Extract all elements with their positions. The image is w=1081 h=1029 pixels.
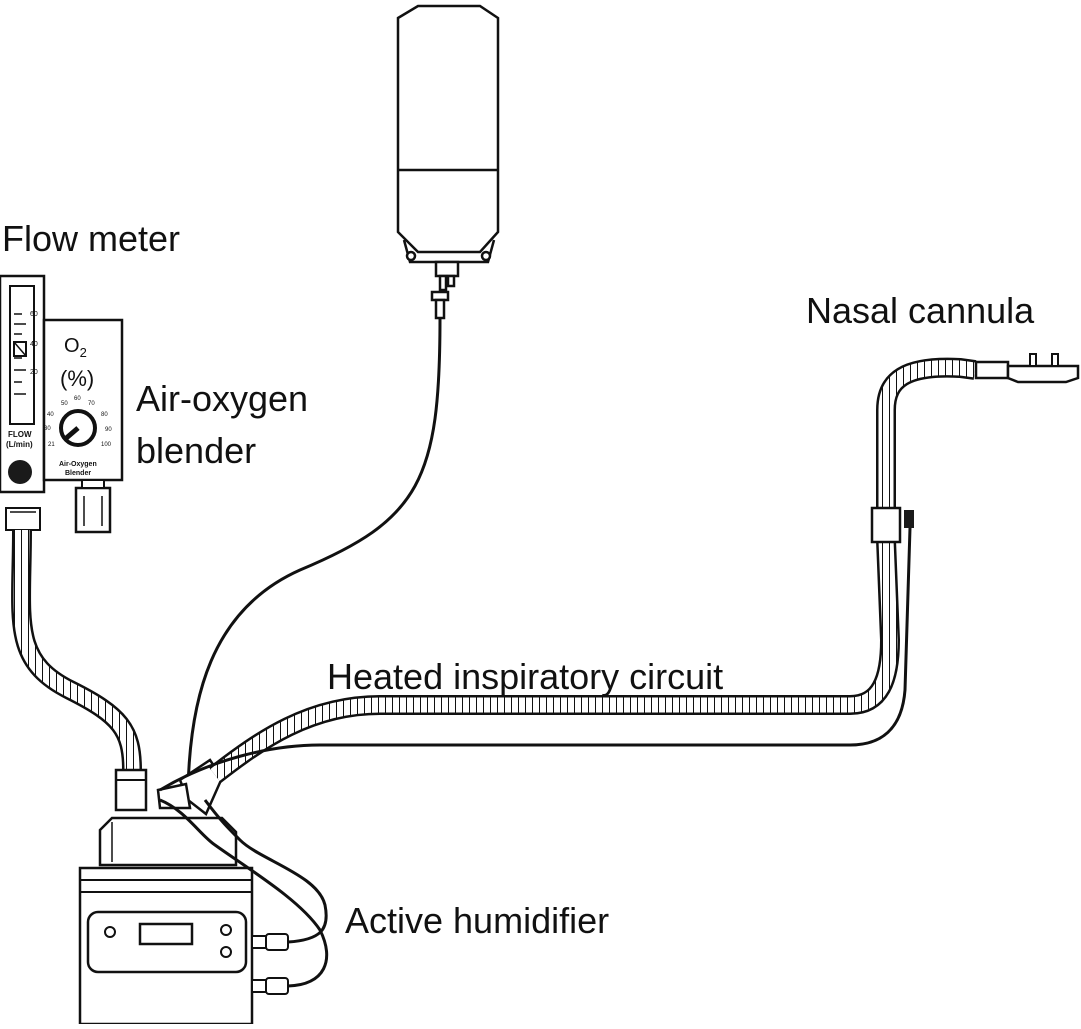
humidifier-button-icon[interactable] bbox=[220, 924, 232, 936]
label-active-humidifier: Active humidifier bbox=[345, 900, 610, 941]
nasal-cannula bbox=[974, 353, 1080, 384]
humidifier-button-icon[interactable] bbox=[220, 946, 232, 958]
flow-tick-label: 60 bbox=[30, 311, 38, 318]
circuit-sensor-connector bbox=[870, 506, 902, 544]
dial-tick: 30 bbox=[44, 426, 51, 432]
label-nasal-cannula: Nasal cannula bbox=[806, 290, 1035, 331]
supply-tube bbox=[11, 529, 142, 771]
water-bag bbox=[396, 4, 500, 320]
humidifier-button-icon[interactable] bbox=[104, 926, 116, 938]
label-blender-line2: blender bbox=[136, 430, 257, 471]
flow-tick-label: 20 bbox=[30, 369, 38, 376]
dial-tick: 50 bbox=[61, 401, 68, 407]
dial-tick: 60 bbox=[74, 396, 81, 402]
flow-caption: FLOW bbox=[8, 430, 32, 439]
blender-caption: Blender bbox=[65, 470, 91, 477]
heater-wire bbox=[159, 527, 912, 792]
flow-caption-unit: (L/min) bbox=[6, 440, 33, 449]
dial-tick: 90 bbox=[105, 427, 112, 433]
dial-tick: 70 bbox=[88, 401, 95, 407]
flow-tick-label: 40 bbox=[30, 341, 38, 348]
label-blender-line1: Air-oxygen bbox=[136, 378, 309, 419]
humidifier-display bbox=[138, 922, 194, 946]
dial-tick: 100 bbox=[101, 442, 112, 448]
dial-tick: 40 bbox=[47, 412, 54, 418]
dial-tick: 80 bbox=[101, 412, 108, 418]
flow-meter: 60 40 20 FLOW (L/min) bbox=[0, 274, 46, 531]
o2-title: O2 bbox=[64, 335, 87, 360]
label-heated-circuit: Heated inspiratory circuit bbox=[327, 656, 724, 697]
flow-knob-icon[interactable] bbox=[8, 460, 32, 484]
dial-tick: 21 bbox=[48, 442, 55, 448]
active-humidifier bbox=[78, 758, 329, 1026]
blender-caption: Air-Oxygen bbox=[59, 461, 97, 468]
label-flow-meter: Flow meter bbox=[2, 218, 181, 259]
o2-unit: (%) bbox=[60, 366, 94, 391]
water-feed-line bbox=[186, 317, 442, 791]
air-oxygen-blender: O2 (%) 21 30 40 50 60 70 80 90 100 Air-O… bbox=[42, 318, 124, 534]
